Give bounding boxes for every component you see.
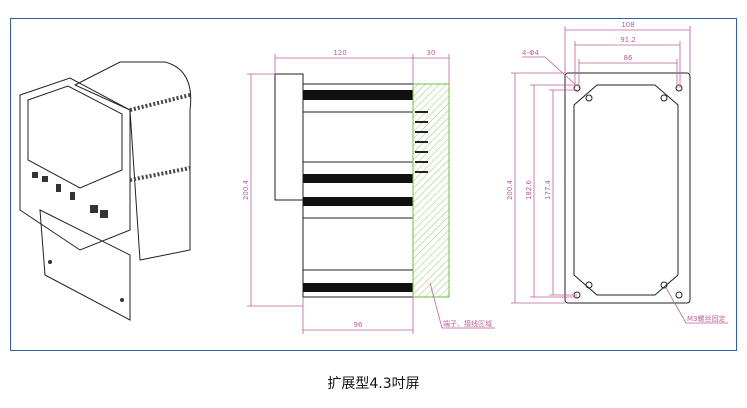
dim-width-inner: 86	[624, 54, 633, 62]
dim-height-mid: 182.6	[525, 179, 533, 200]
dim-body: 96	[354, 321, 363, 329]
dim-width-outer: 108	[621, 21, 634, 29]
dim-width-mid: 91.2	[620, 36, 636, 44]
isometric-view	[19, 61, 192, 321]
dim-height-outer: 200.4	[506, 179, 514, 200]
mount-holes	[573, 84, 683, 299]
side-view: 120 30 200.4 96 端子、接线区域	[242, 49, 495, 334]
dim-depth: 120	[333, 49, 346, 57]
dim-terminal: 30	[427, 49, 436, 57]
cutout	[573, 84, 679, 296]
terminal-note: 端子、接线区域	[443, 319, 492, 328]
screw-note: M3螺丝固定	[687, 314, 726, 323]
dim-height-inner: 177.4	[544, 179, 552, 200]
back-plate	[564, 72, 691, 304]
drawing-frame	[10, 18, 737, 351]
back-view: 108 91.2 86 200.4 182.6 177.4 4-Φ4 M3螺丝固…	[506, 21, 728, 324]
terminal-area	[412, 83, 450, 298]
hole-note: 4-Φ4	[522, 49, 539, 57]
front-bezel	[274, 73, 304, 201]
figure-caption: 扩展型4.3吋屏	[327, 376, 420, 392]
body	[302, 83, 414, 298]
dim-height: 200.4	[242, 179, 250, 200]
